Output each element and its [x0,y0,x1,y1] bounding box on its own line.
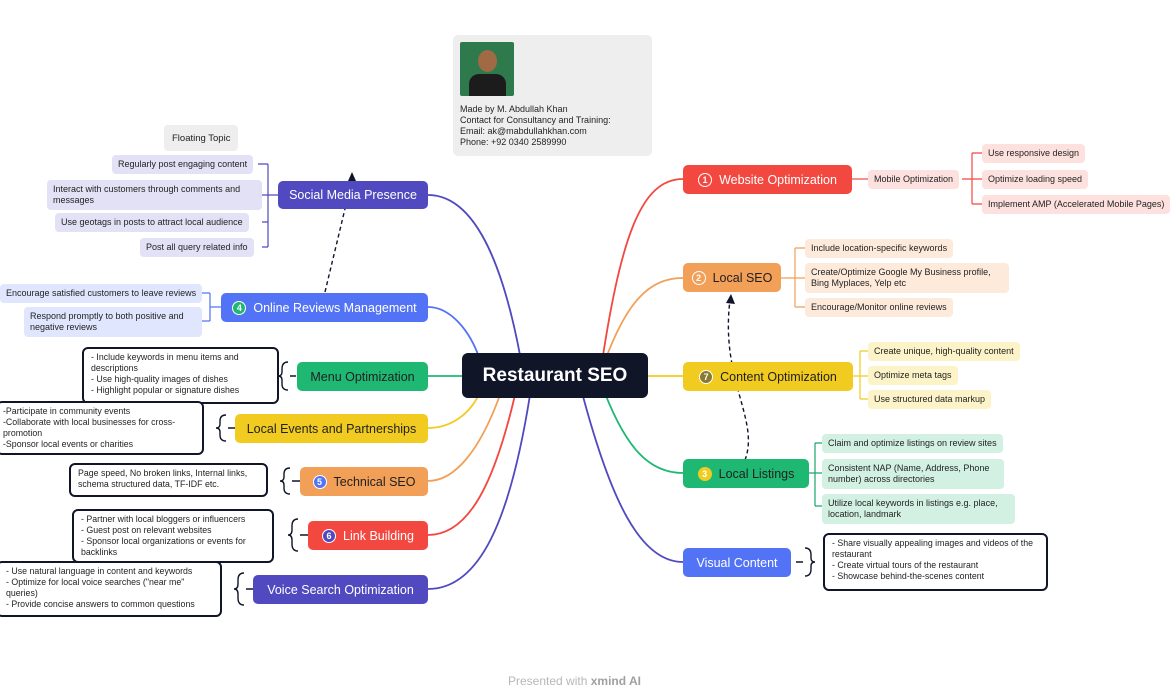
topic-visual-content[interactable]: Visual Content [683,548,791,577]
note-link-building: - Partner with local bloggers or influen… [72,509,274,563]
subtopic-structured-data[interactable]: Use structured data markup [868,390,992,409]
subtopic-loading-speed[interactable]: Optimize loading speed [982,170,1089,189]
connector-tech [427,394,501,482]
brace-menu [277,361,296,391]
author-photo [460,42,514,96]
brace-visual [796,547,816,577]
connector-voice [427,394,531,590]
topic-link-building[interactable]: 6 Link Building [308,521,428,550]
connector-website [599,178,684,376]
connector-local-seo [599,277,684,376]
note-technical-seo: Page speed, No broken links, Internal li… [69,463,268,497]
subtopic-claim-listings[interactable]: Claim and optimize listings on review si… [822,434,1003,453]
number-1-icon: 1 [698,172,713,187]
subtopic-encourage-reviews[interactable]: Encourage satisfied customers to leave r… [0,284,202,303]
subtopic-interact-customers[interactable]: Interact with customers through comments… [47,180,262,210]
author-phone: Phone: +92 0340 2589990 [460,137,567,147]
number-3-icon: 3 [697,466,712,481]
subtopic-monitor-reviews[interactable]: Encourage/Monitor online reviews [805,298,953,317]
connector-listings [599,379,684,474]
subtopic-consistent-nap[interactable]: Consistent NAP (Name, Address, Phone num… [822,459,1004,489]
number-7-icon: 7 [699,369,714,384]
subtopic-engaging-content[interactable]: Regularly post engaging content [112,155,254,174]
topic-online-reviews[interactable]: 4 Online Reviews Management [221,293,428,322]
connector-social [427,194,521,356]
brace-voice [233,572,253,606]
number-5-icon: 5 [312,474,327,489]
subtopic-mobile-optimization[interactable]: Mobile Optimization [868,170,960,189]
connector-visual [579,384,684,563]
central-topic-label: Restaurant SEO [482,364,628,386]
number-4-icon: 4 [232,300,247,315]
brace-events [215,414,235,442]
arrowhead-floating [348,172,356,181]
author-name: Made by M. Abdullah Khan [460,104,568,114]
central-topic[interactable]: Restaurant SEO [462,353,648,398]
subtopic-unique-content[interactable]: Create unique, high-quality content [868,342,1020,361]
connector-reviews [427,306,481,361]
topic-voice-search[interactable]: Voice Search Optimization [253,575,428,604]
relation-arrow-listings-localseo [727,299,750,461]
subtopic-meta-tags[interactable]: Optimize meta tags [868,366,958,385]
author-email: Email: ak@mabdullahkhan.com [460,126,587,136]
topic-content-optimization[interactable]: 7 Content Optimization [683,362,853,391]
topic-local-events[interactable]: Local Events and Partnerships [235,414,428,443]
floating-topic[interactable]: Floating Topic [164,125,239,151]
topic-website-optimization[interactable]: 1 Website Optimization [683,165,852,194]
topic-local-seo[interactable]: 2 Local SEO [683,263,781,292]
subtopic-amp[interactable]: Implement AMP (Accelerated Mobile Pages) [982,195,1170,214]
brace-tech [279,467,300,495]
topic-technical-seo[interactable]: 5 Technical SEO [300,467,428,496]
connector-link [427,394,516,536]
number-2-icon: 2 [691,270,706,285]
author-contact: Contact for Consultancy and Training: [460,115,611,125]
subtopic-location-keywords[interactable]: Include location-specific keywords [805,239,954,258]
number-6-icon: 6 [322,528,337,543]
subtopic-geotags[interactable]: Use geotags in posts to attract local au… [55,213,249,232]
arrowhead-localseo [726,294,735,304]
subtopic-local-keywords-listings[interactable]: Utilize local keywords in listings e.g. … [822,494,1015,524]
presented-with-footer: Presented with xmind AI [508,674,641,688]
subtopic-gmb-profile[interactable]: Create/Optimize Google My Business profi… [805,263,1009,293]
note-local-events: -Participate in community events -Collab… [0,401,204,455]
topic-social-media-presence[interactable]: Social Media Presence [278,181,428,209]
connector-events [427,391,481,429]
subtopic-responsive-design[interactable]: Use responsive design [982,144,1086,163]
author-card: Made by M. Abdullah Khan Contact for Con… [453,35,652,156]
note-visual-content: - Share visually appealing images and vi… [823,533,1048,591]
note-voice-search: - Use natural language in content and ke… [0,561,222,617]
xmind-brand: xmind AI [590,674,641,688]
note-menu-optimization: - Include keywords in menu items and des… [82,347,279,404]
subtopic-query-info[interactable]: Post all query related info [140,238,254,257]
brace-link [287,518,308,552]
topic-local-listings[interactable]: 3 Local Listings [683,459,809,488]
topic-menu-optimization[interactable]: Menu Optimization [297,362,428,391]
subtopic-respond-reviews[interactable]: Respond promptly to both positive and ne… [24,307,202,337]
